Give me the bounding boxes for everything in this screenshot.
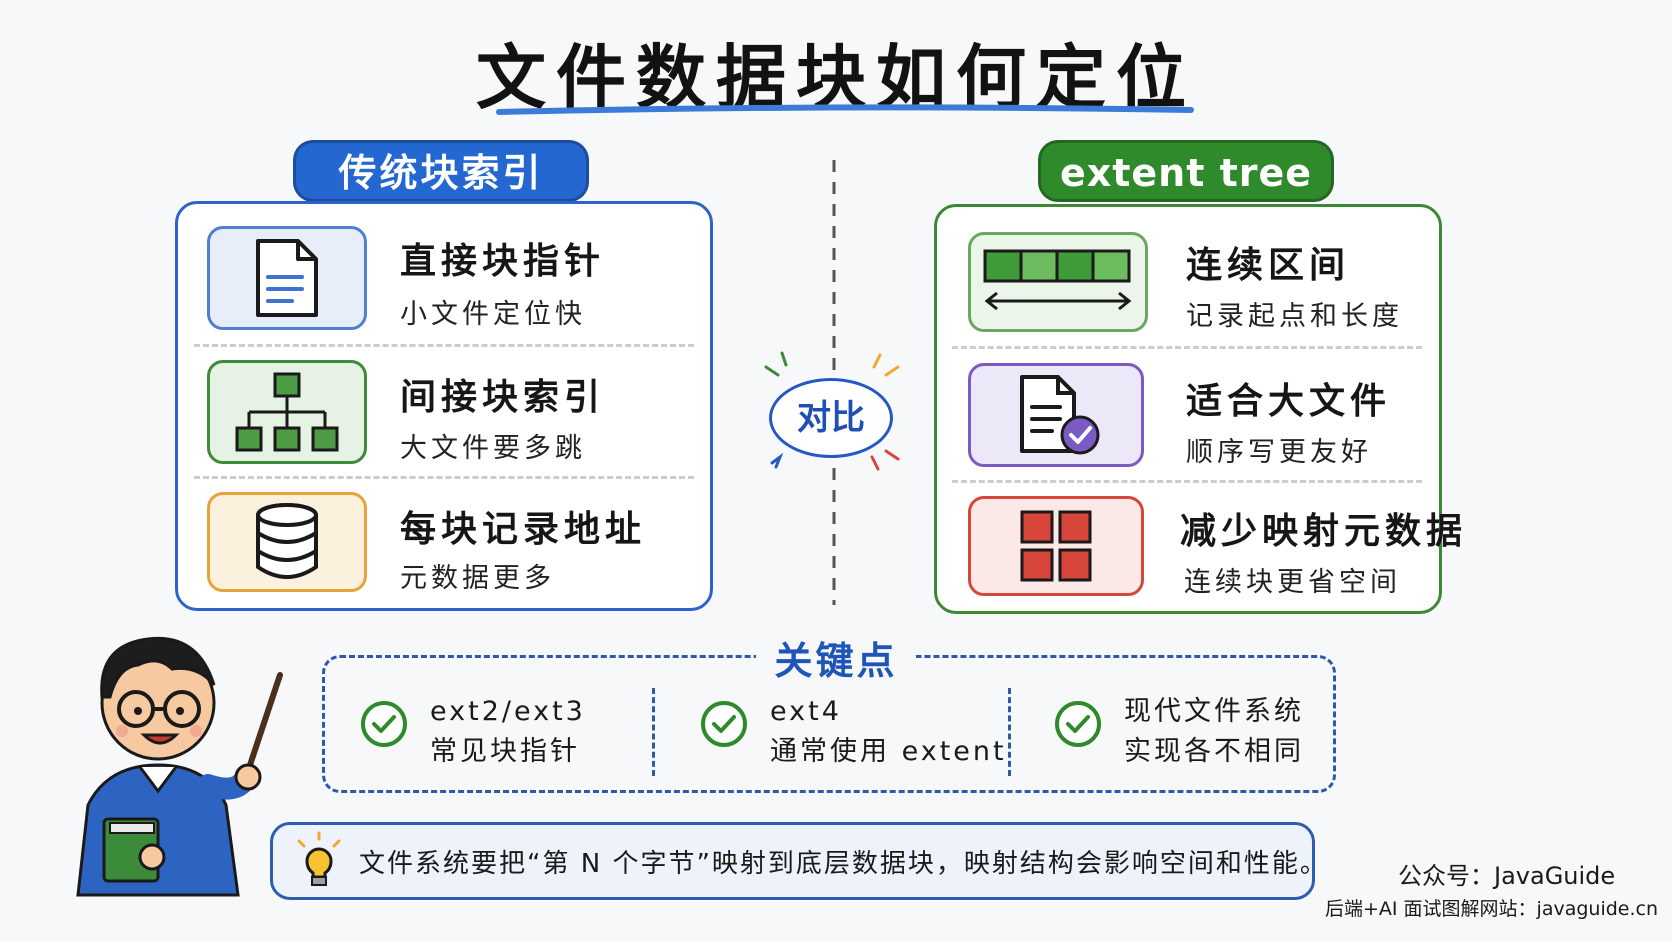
row-divider [194, 344, 694, 347]
row-divider [952, 480, 1422, 483]
lightbulb-icon [297, 831, 341, 886]
address-record-title: 每块记录地址 [400, 509, 647, 550]
reduce-metadata-icon-box [968, 496, 1144, 596]
key-point-1-line1: ext2/ext3 [430, 696, 586, 727]
key-point-2-line1: ext4 [770, 696, 842, 727]
key-points-title: 关键点 [756, 630, 916, 685]
database-icon [256, 503, 318, 579]
reduce-metadata-subtitle: 连续块更省空间 [1184, 567, 1401, 598]
address-record-icon-box [207, 492, 367, 592]
large-file-title: 适合大文件 [1186, 381, 1392, 422]
check-icon [1055, 701, 1101, 747]
compare-bubble: 对比 [769, 378, 893, 458]
summary-text: 文件系统要把“第 N 个字节”映射到底层数据块，映射结构会影响空间和性能。 [359, 848, 1328, 879]
large-file-icon-box [968, 363, 1144, 467]
address-record-subtitle: 元数据更多 [400, 563, 555, 594]
compare-sparks [764, 351, 900, 471]
direct-pointer-icon-box [207, 226, 367, 330]
extent-tree-badge: extent tree [1038, 140, 1334, 202]
contiguous-range-icon-box [968, 232, 1148, 332]
contiguous-range-title: 连续区间 [1186, 245, 1351, 286]
key-point-2-line2: 通常使用 extent [770, 736, 1007, 767]
summary-bar: 文件系统要把“第 N 个字节”映射到底层数据块，映射结构会影响空间和性能。 [270, 822, 1326, 900]
hierarchy-icon [235, 372, 339, 452]
document-icon [256, 239, 318, 317]
footer-account: 公众号：JavaGuide [1398, 862, 1616, 890]
check-icon [361, 701, 407, 747]
document-check-icon [1020, 375, 1100, 455]
direct-pointer-subtitle: 小文件定位快 [400, 299, 586, 330]
contiguous-blocks-icon [983, 249, 1132, 311]
key-point-separator [1008, 688, 1011, 776]
contiguous-range-subtitle: 记录起点和长度 [1186, 301, 1403, 332]
row-divider [952, 346, 1422, 349]
large-file-subtitle: 顺序写更友好 [1186, 437, 1372, 468]
reduce-metadata-title: 减少映射元数据 [1180, 511, 1468, 552]
title-underline [496, 104, 1194, 115]
traditional-block-index-badge: 传统块索引 [293, 140, 589, 202]
key-point-3-line2: 实现各不相同 [1124, 736, 1304, 767]
check-icon [701, 701, 747, 747]
key-point-3-line1: 现代文件系统 [1124, 696, 1304, 727]
key-point-1-line2: 常见块指针 [430, 736, 580, 767]
grid-icon [1020, 510, 1092, 582]
teacher-illustration [76, 636, 283, 897]
footer-site: 后端+AI 面试图解网站：javaguide.cn [1325, 898, 1659, 920]
row-divider [194, 476, 694, 479]
indirect-index-subtitle: 大文件要多跳 [400, 433, 586, 464]
indirect-index-title: 间接块索引 [400, 377, 606, 418]
indirect-index-icon-box [207, 360, 367, 464]
key-point-separator [652, 688, 655, 776]
direct-pointer-title: 直接块指针 [400, 241, 606, 282]
